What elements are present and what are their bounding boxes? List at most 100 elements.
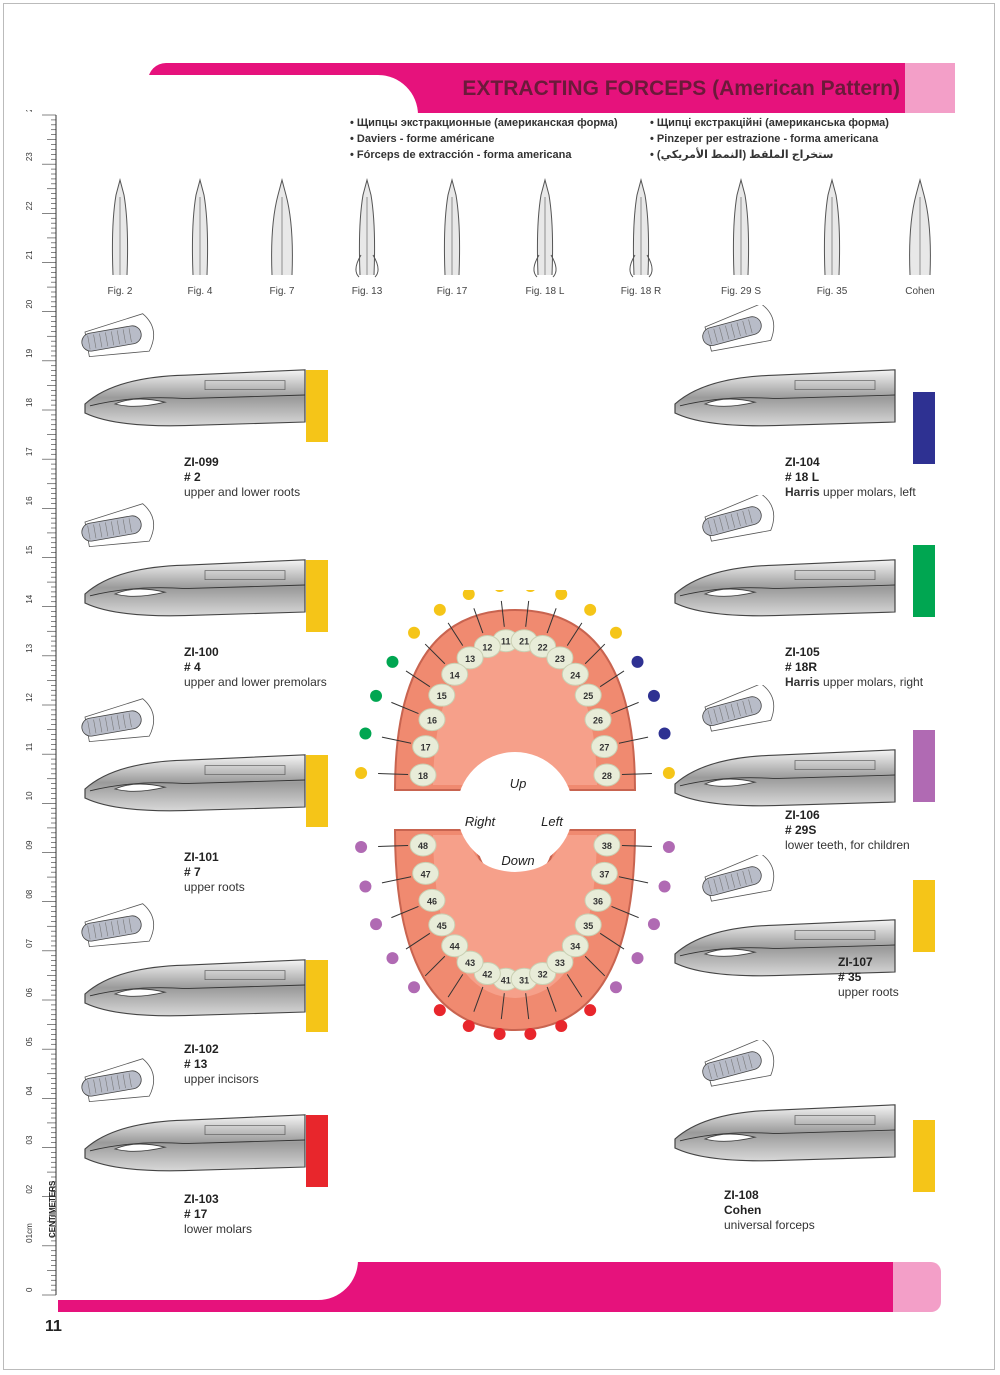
jaw-label-right: Right [465,814,497,829]
tooth-leader-line [447,974,464,998]
tooth-leader-line [599,670,625,688]
centimeter-ruler: 001cm02030405060708091011121314151617181… [25,110,57,1296]
tooth-leader-line [500,993,505,1020]
tooth-number: 42 [482,970,492,980]
figure-label: Fig. 13 [351,286,383,297]
ruler-label: 23 [25,152,34,161]
tooth-number: 35 [583,921,593,931]
indicator-dot [525,590,535,592]
tooth [456,646,484,670]
product-description: lower molars [184,1222,253,1236]
product-figure: # 17 [184,1207,208,1221]
tooth-leader-line [618,736,649,744]
color-code-swatch [913,545,935,617]
ruler-label: 05 [25,1037,34,1046]
tooth-number: 46 [427,896,437,906]
page-title: EXTRACTING FORCEPS (American Pattern) [462,77,900,100]
tooth-number: 38 [602,841,612,851]
forceps-image-zi-106 [674,685,896,807]
figure-4: Fig. 13 [322,175,412,305]
tooth-leader-line [391,905,419,919]
indicator-dot [495,590,505,592]
product-figure: # 29S [785,823,817,837]
product-figure: # 7 [184,865,201,879]
indicator-dot [355,840,368,853]
tooth [584,708,612,732]
tooth-leader-line [447,622,464,646]
color-code-swatch [306,960,328,1032]
tooth-leader-line [566,974,583,998]
tooth [409,833,437,857]
tooth-leader-line [424,643,446,665]
product-figure: # 35 [838,970,862,984]
forceps-figure-icon [111,178,129,276]
forceps-image-zi-100 [81,503,306,617]
product-zi-104: ZI-104 # 18 L Harris upper molars, left [785,455,916,500]
subtitle-uk: Щипці екстракційні (американська форма) [650,115,889,131]
indicator-dot [609,981,622,994]
tooth-number: 16 [427,716,437,726]
indicator-dot [370,689,383,702]
figure-label: Fig. 29 S [720,286,762,297]
indicator-dot [493,1028,506,1041]
product-description: universal forceps [724,1218,815,1233]
indicator-dot [408,626,421,639]
color-code-swatch [913,392,935,464]
forceps-image-zi-105 [674,495,896,617]
ruler-label: 01cm [25,1223,34,1243]
ruler-label: 06 [25,988,34,997]
tooth-number: 23 [555,654,565,664]
figure-label: Fig. 35 [816,286,848,297]
tooth-leader-line [599,932,625,950]
subtitle-list-left: Щипцы экстракционные (американская форма… [350,115,618,163]
product-figure: # 2 [184,470,201,484]
indicator-dot [370,918,383,931]
tooth [584,888,612,912]
figure-label: Fig. 18 R [620,286,662,297]
forceps-figure-icon [355,178,379,278]
subtitle-ar: ستخراج الملقط (النمط الأمريكي) [650,147,889,163]
tooth [546,646,574,670]
product-code: ZI-099 [184,455,219,469]
tooth-leader-line [381,876,412,884]
tooth-leader-line [405,932,431,950]
tooth-number: 28 [602,771,612,781]
tooth-leader-line [424,955,446,977]
page-frame [3,3,995,1370]
tooth-leader-line [621,845,652,847]
tooth [574,683,602,707]
figure-2: Fig. 4 [155,175,245,305]
header-notch [148,75,418,115]
product-figure: # 18 L [785,470,820,484]
tooth-number: 21 [519,637,529,647]
forceps-figure-icon [533,178,557,278]
tooth-leader-line [405,670,431,688]
indicator-dot [647,918,660,931]
forceps-figure-icon [443,178,461,276]
figure-7: Fig. 18 R [596,175,686,305]
indicator-dot [359,880,372,893]
indicator-dot [658,727,671,740]
color-code-swatch [306,370,328,442]
forceps-image-zi-099 [81,313,306,427]
product-code: ZI-101 [184,850,219,864]
tooth-number: 17 [421,743,431,753]
product-zi-101: ZI-101 # 7 upper roots [184,850,245,895]
color-code-swatch [306,1115,328,1187]
ruler-label: 08 [25,889,34,898]
figure-label: Fig. 2 [107,286,133,297]
tooth [593,833,621,857]
tooth [590,735,618,759]
tooth [418,888,446,912]
tooth [412,861,440,885]
tooth [561,934,589,958]
tooth-number: 27 [599,743,609,753]
tooth [418,708,446,732]
ruler-label: 20 [25,299,34,308]
indicator-dot [555,1020,568,1033]
product-zi-106: ZI-106 # 29S lower teeth, for children [785,808,910,853]
tooth-number: 12 [482,642,492,652]
forceps-figure-icon [271,178,293,276]
tooth-number: 11 [501,637,511,647]
tooth [574,913,602,937]
